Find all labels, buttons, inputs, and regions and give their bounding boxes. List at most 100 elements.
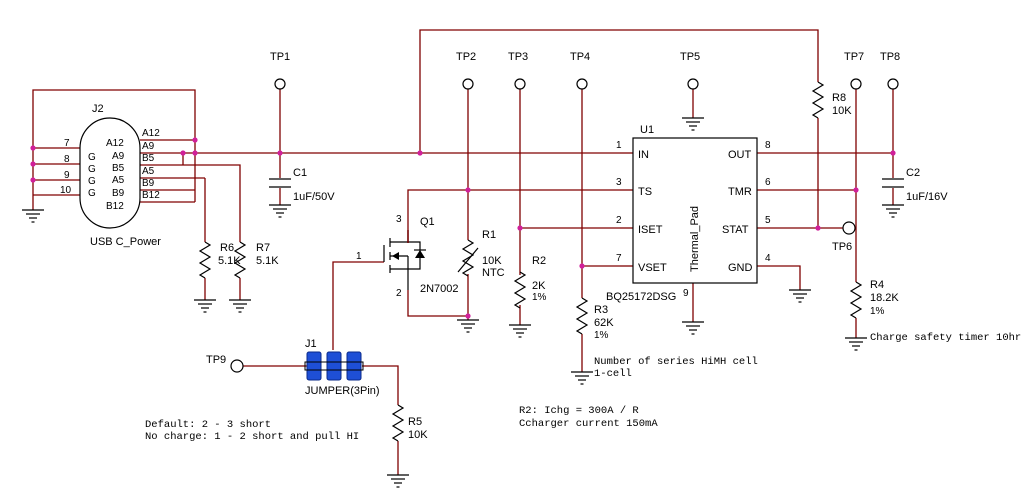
resistor-r1-ntc: R1 10K NTC [457,229,505,279]
j2-inner-b9: B9 [112,188,125,199]
j2-g-2: G [88,164,96,175]
u1-part: BQ25172DSG [606,291,676,303]
usb-c-connector: J2 USB C_Power 7 8 9 10 G G G G A12 A9 B… [60,103,161,248]
svg-text:2: 2 [616,215,622,226]
tp3-label: TP3 [508,51,528,63]
svg-text:C1: C1 [293,167,307,179]
tp7-label: TP7 [844,51,864,63]
resistor-r3: R3 62K 1% [576,297,614,341]
ground-icon [681,321,705,335]
ground-icon [228,299,252,313]
svg-text:2K: 2K [532,280,546,292]
j2-outer-b5: B5 [142,153,155,164]
j2-outer-a5: A5 [142,166,155,177]
wires [32,29,894,475]
svg-text:1: 1 [356,251,362,262]
ground-icon [881,204,905,218]
svg-text:JUMPER(3Pin): JUMPER(3Pin) [305,385,380,397]
resistor-r8: R8 10K [812,81,852,119]
svg-text:Q1: Q1 [420,216,435,228]
tp4-label: TP4 [570,51,590,63]
mosfet-q1: Q1 3 2 1 2N7002 [356,214,459,299]
svg-text:TS: TS [638,186,652,198]
resistor-r6: R6 5.1K [199,241,241,279]
note-current: Ccharger current 150mA [519,418,658,430]
resistor-r7: R7 5.1K [234,241,279,279]
svg-text:ISET: ISET [638,224,663,236]
tp2-label: TP2 [456,51,476,63]
svg-text:R5: R5 [408,416,422,428]
tp2-icon [462,78,474,90]
note-cells-count: 1-cell [594,368,632,380]
svg-text:OUT: OUT [728,149,752,161]
svg-text:VSET: VSET [638,262,667,274]
j2-name: USB C_Power [90,236,161,248]
ground-icon [21,209,45,223]
ic-u1: U1 BQ25172DSG Thermal_Pad IN TS ISET VSE… [606,124,771,303]
resistor-r2: R2 2K 1% [514,255,547,309]
tp5-icon [687,78,699,90]
tp4-icon [576,78,588,90]
j2-outer-b12: B12 [142,190,160,201]
svg-text:3: 3 [616,177,622,188]
tp7-icon [850,78,862,90]
annotations: Charge safety timer 10hr Number of serie… [145,332,1021,443]
svg-text:R6: R6 [220,242,234,254]
j2-inner-a5: A5 [112,175,125,186]
svg-text:10K: 10K [832,105,852,117]
resistor-r5: R5 10K [392,404,428,442]
svg-text:62K: 62K [594,317,614,329]
svg-text:GND: GND [728,262,753,274]
svg-text:9: 9 [683,288,689,299]
svg-text:R7: R7 [256,242,270,254]
test-points: TP1 TP2 TP3 TP4 TP5 TP6 TP7 TP8 TP9 [206,51,900,373]
svg-text:C2: C2 [906,167,920,179]
ground-icon [386,474,410,488]
svg-text:10K: 10K [408,429,428,441]
j2-outer-a12: A12 [142,128,160,139]
ground-icon [570,371,594,385]
svg-text:3: 3 [396,214,402,225]
note-no-charge: No charge: 1 - 2 short and pull HI [145,431,359,443]
tp5-label: TP5 [680,51,700,63]
svg-text:5.1K: 5.1K [218,255,241,267]
svg-text:1%: 1% [870,306,885,317]
tp1-icon [274,78,286,90]
svg-text:1%: 1% [594,330,609,341]
svg-text:J1: J1 [305,338,317,350]
note-timer: Charge safety timer 10hr [870,332,1021,344]
j2-g-4: G [88,188,96,199]
svg-text:NTC: NTC [482,267,505,279]
j2-inner-b5: B5 [112,163,125,174]
svg-text:18.2K: 18.2K [870,292,899,304]
j2-pin-8: 8 [64,154,70,165]
tp9-label: TP9 [206,354,226,366]
j2-ref: J2 [92,103,104,115]
tp9-icon [230,359,244,373]
ground-icon [456,319,480,333]
svg-text:R4: R4 [870,279,884,291]
j2-outer-a9: A9 [142,141,155,152]
ground-icon [193,299,217,313]
j2-pin-9: 9 [64,170,70,181]
svg-text:R3: R3 [594,304,608,316]
j2-outer-b9: B9 [142,178,155,189]
svg-text:R1: R1 [482,229,496,241]
svg-text:R2: R2 [532,255,546,267]
junctions [30,137,896,319]
ground-icon [508,324,532,338]
resistor-r4: R4 18.2K 1% [850,279,899,319]
jumper-j1: J1 JUMPER(3Pin) [304,338,380,397]
j2-inner-a12: A12 [106,138,124,149]
tp8-label: TP8 [880,51,900,63]
svg-text:2: 2 [396,288,402,299]
note-default: Default: 2 - 3 short [145,419,271,431]
j2-pin-10: 10 [60,185,72,196]
j2-inner-b12: B12 [106,201,124,212]
j2-pin-7: 7 [64,138,70,149]
tp6-label: TP6 [832,241,852,253]
svg-text:7: 7 [616,253,622,264]
svg-text:5.1K: 5.1K [256,255,279,267]
svg-text:1: 1 [616,140,622,151]
